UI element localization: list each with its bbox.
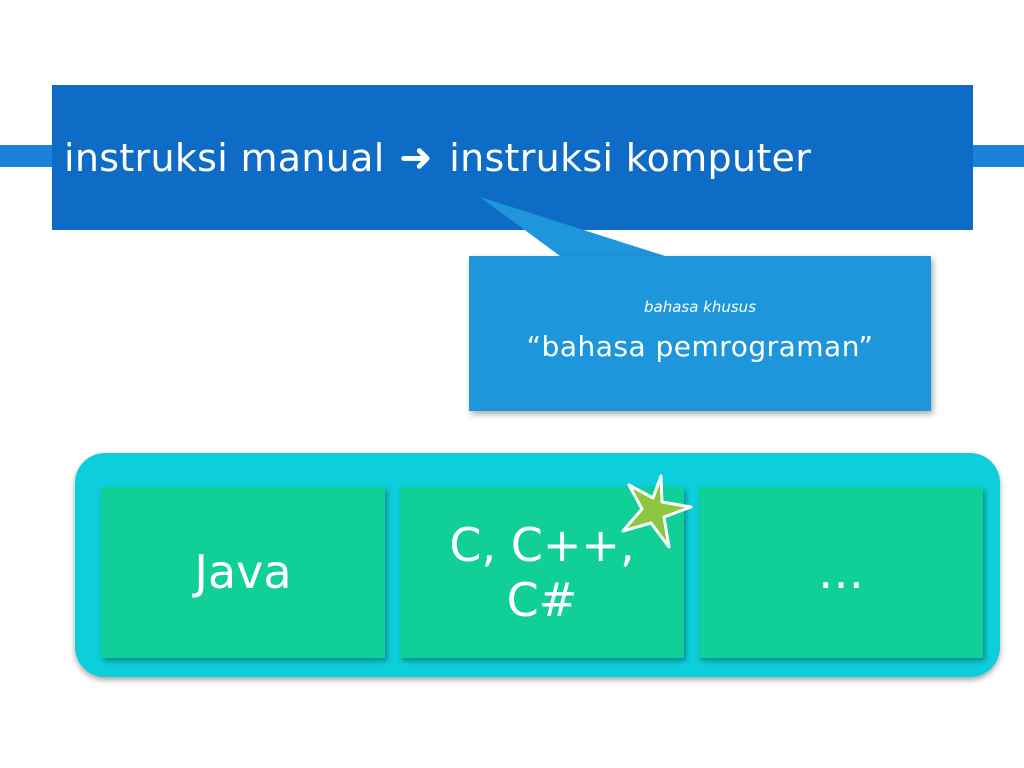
title-banner: instruksi manual ➜ instruksi komputer [52,85,973,230]
callout-subtitle: bahasa khusus [643,298,757,316]
language-tile-java: Java [101,487,385,658]
left-accent-bar [0,145,60,167]
languages-panel: Java C, C++, C# … [75,453,1000,677]
right-arrow-icon: ➜ [399,135,433,181]
callout-main-text: “bahasa pemrograman” [526,330,874,363]
language-label: Java [194,545,292,600]
title-right-text: instruksi komputer [449,136,812,180]
language-label: … [818,545,864,600]
star-icon [621,474,693,549]
right-accent-bar [968,145,1024,167]
title-heading: instruksi manual ➜ instruksi komputer [64,135,811,181]
title-left-text: instruksi manual [64,136,385,180]
callout-bubble: bahasa khusus “bahasa pemrograman” [469,256,931,411]
language-tile-more: … [699,487,983,658]
language-label: C, C++, C# [449,518,635,627]
